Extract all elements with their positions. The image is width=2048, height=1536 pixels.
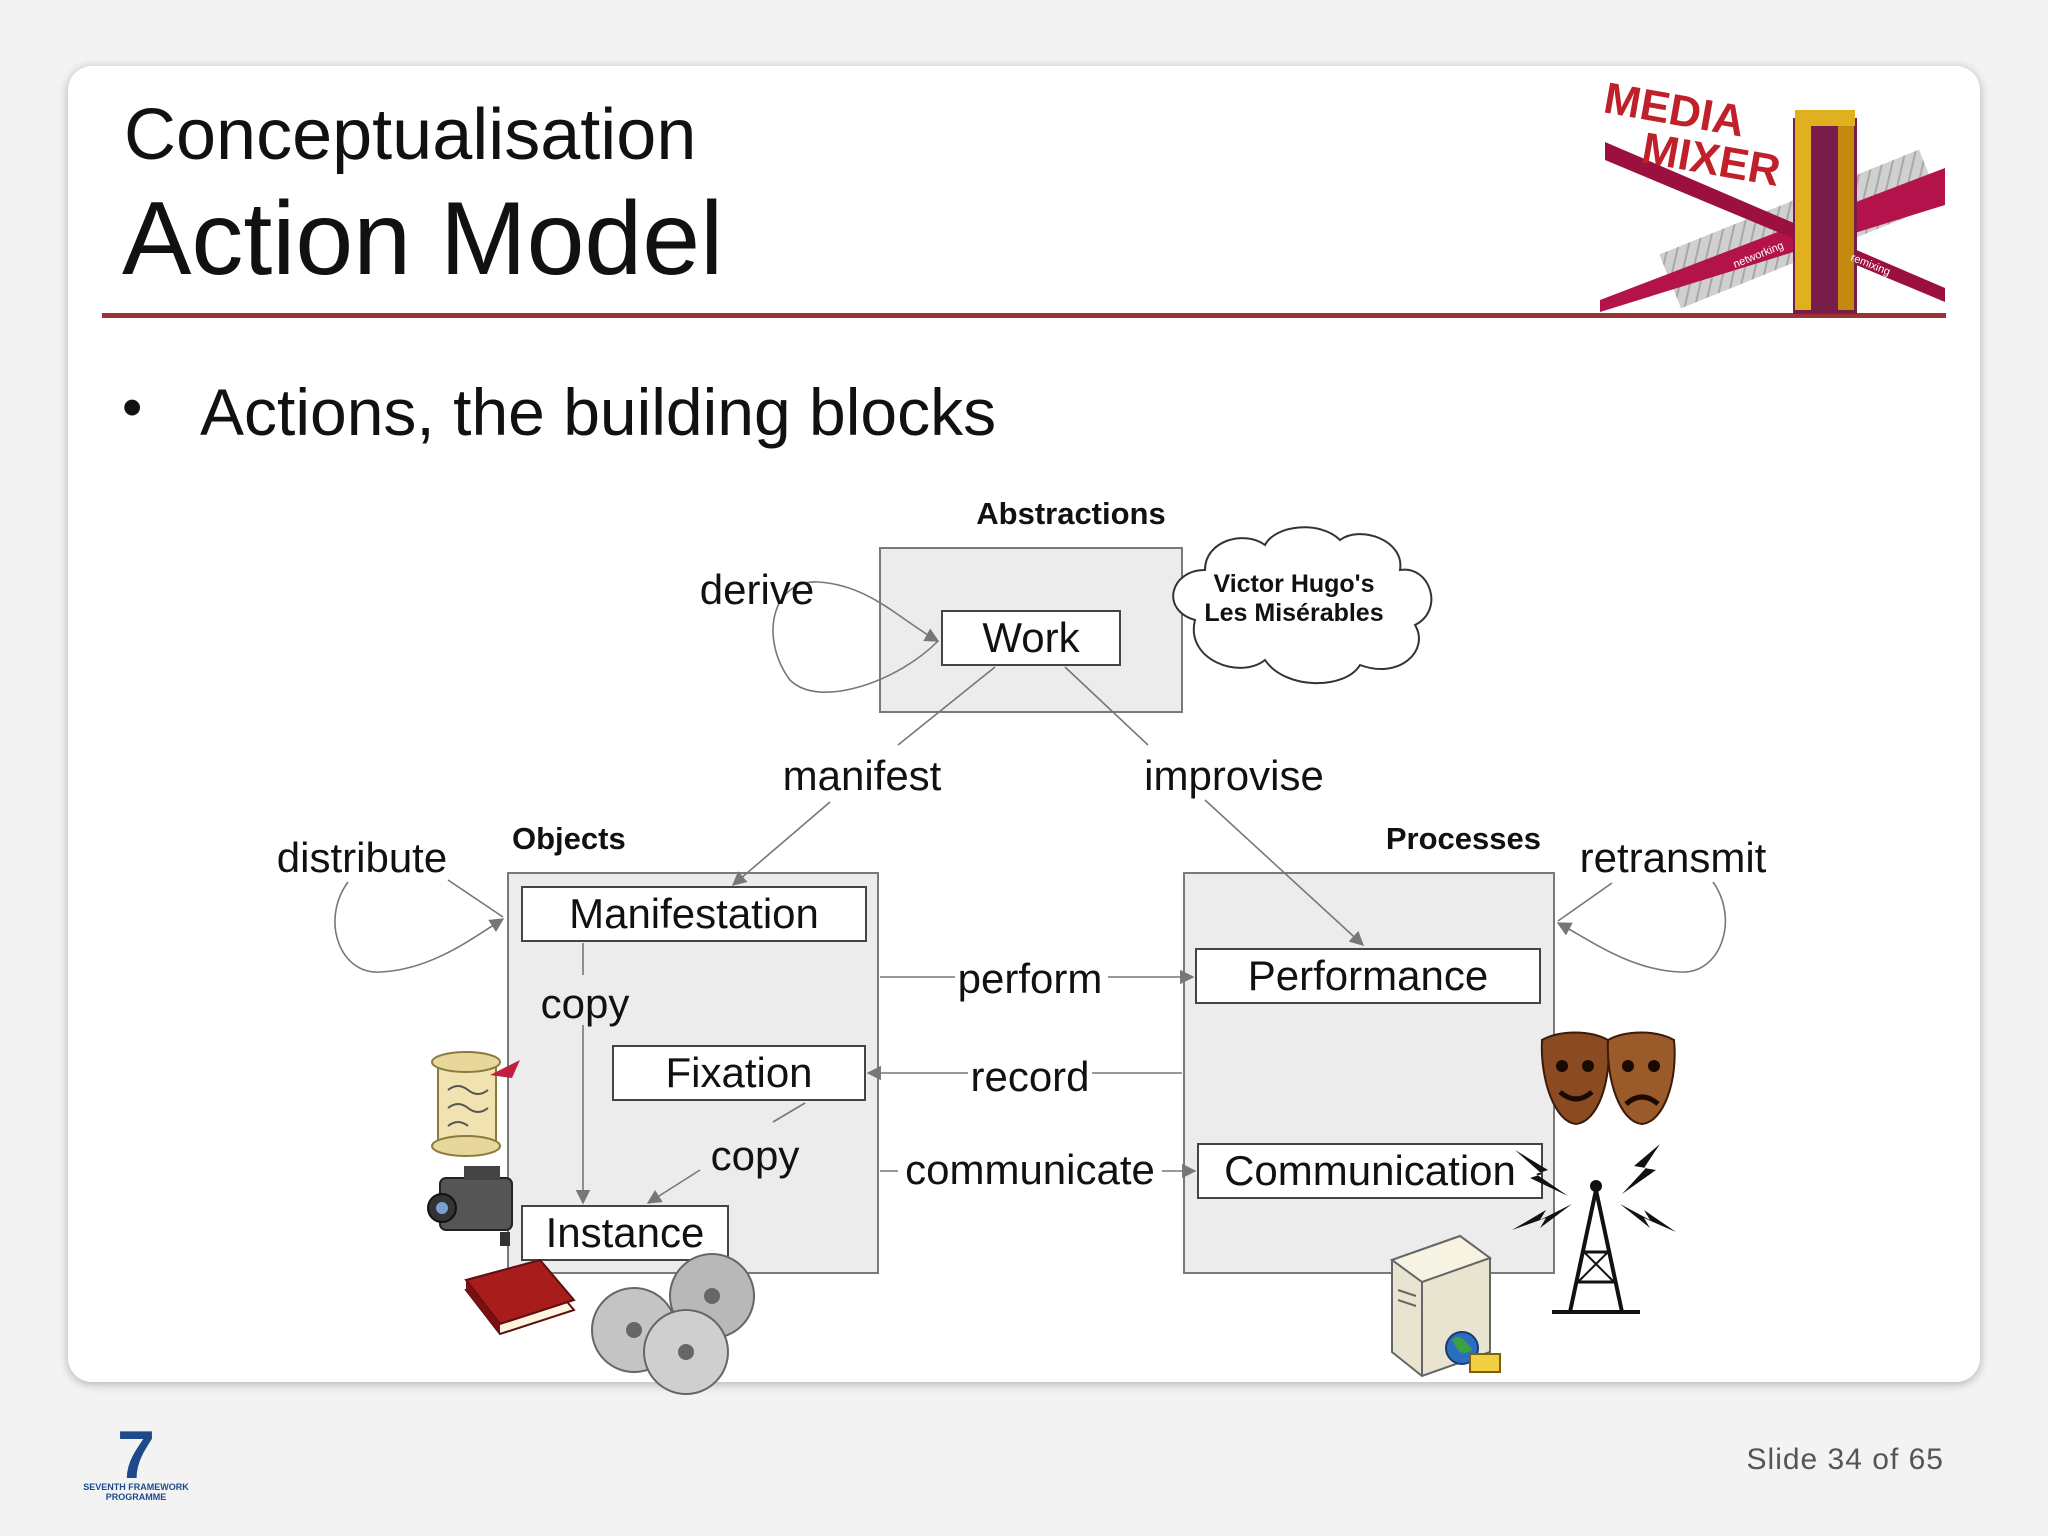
fp7-logo: 7 SEVENTH FRAMEWORK PROGRAMME xyxy=(83,1417,189,1502)
retransmit-line xyxy=(1557,882,1613,922)
copy-label-manifestation: copy xyxy=(541,980,630,1027)
processes-heading: Processes xyxy=(1386,821,1541,856)
work-node xyxy=(941,610,1121,666)
retransmit-loop xyxy=(1556,881,1727,973)
fp7-numeral: 7 xyxy=(117,1417,155,1493)
copy2-line-top xyxy=(772,1102,806,1123)
communicate-label: communicate xyxy=(905,1146,1155,1193)
bullet-marker: • xyxy=(122,375,143,440)
manifestation-node xyxy=(521,886,867,942)
server-icon xyxy=(1389,1234,1501,1378)
video-camera-icon xyxy=(427,1166,513,1246)
derive-loop xyxy=(772,581,939,694)
cloud-line2: Les Misérables xyxy=(1204,599,1383,627)
cd-stack-icon xyxy=(591,1253,755,1395)
copy2-arrow xyxy=(646,1169,701,1204)
work-manifest-line xyxy=(897,666,996,746)
slide-subtitle: Conceptualisation xyxy=(124,95,697,175)
theater-masks-icon xyxy=(1540,1031,1676,1126)
instance-label: Instance xyxy=(546,1209,705,1256)
bullet-text: Actions, the building blocks xyxy=(200,375,997,449)
media-mixer-logo: MEDIA MIXER networking remixing xyxy=(1600,74,1945,314)
cloud-line1: Victor Hugo's xyxy=(1213,570,1374,598)
copy-label-fixation: copy xyxy=(711,1132,800,1179)
fixation-label: Fixation xyxy=(665,1049,812,1096)
title-divider xyxy=(102,313,1946,318)
derive-arrow-head xyxy=(817,581,940,642)
retransmit-label: retransmit xyxy=(1580,834,1767,881)
record-label: record xyxy=(970,1053,1089,1100)
improvise-arrow xyxy=(1204,799,1365,946)
communication-node xyxy=(1197,1143,1543,1199)
manifestation-label: Manifestation xyxy=(569,890,819,937)
fixation-node xyxy=(612,1045,866,1101)
perform-label: perform xyxy=(958,955,1103,1002)
instance-node xyxy=(521,1205,729,1261)
fp7-line1: SEVENTH FRAMEWORK xyxy=(83,1482,189,1492)
cloud-callout: Victor Hugo's Les Misérables xyxy=(1172,526,1433,685)
distribute-line xyxy=(447,879,504,918)
distribute-loop xyxy=(334,881,505,973)
processes-region xyxy=(1183,872,1555,1274)
fp7-line2: PROGRAMME xyxy=(106,1492,167,1502)
manifest-label: manifest xyxy=(783,752,942,799)
scroll-icon xyxy=(431,1051,520,1157)
abstractions-heading: Abstractions xyxy=(976,496,1165,531)
derive-label: derive xyxy=(700,566,814,613)
work-label: Work xyxy=(982,614,1080,661)
broadcast-tower-icon xyxy=(1512,1144,1676,1314)
objects-heading: Objects xyxy=(512,821,626,856)
communication-label: Communication xyxy=(1224,1147,1516,1194)
book-icon xyxy=(464,1258,576,1336)
performance-label: Performance xyxy=(1248,952,1488,999)
distribute-label: distribute xyxy=(277,834,447,881)
slide-counter: Slide 34 of 65 xyxy=(1746,1443,1944,1476)
performance-node xyxy=(1195,948,1541,1004)
improvise-label: improvise xyxy=(1144,752,1324,799)
work-improvise-line xyxy=(1064,666,1149,746)
slide-title: Action Model xyxy=(122,181,724,297)
manifest-arrow xyxy=(731,801,831,886)
logo-wordmark-line2: MIXER xyxy=(1638,124,1784,196)
